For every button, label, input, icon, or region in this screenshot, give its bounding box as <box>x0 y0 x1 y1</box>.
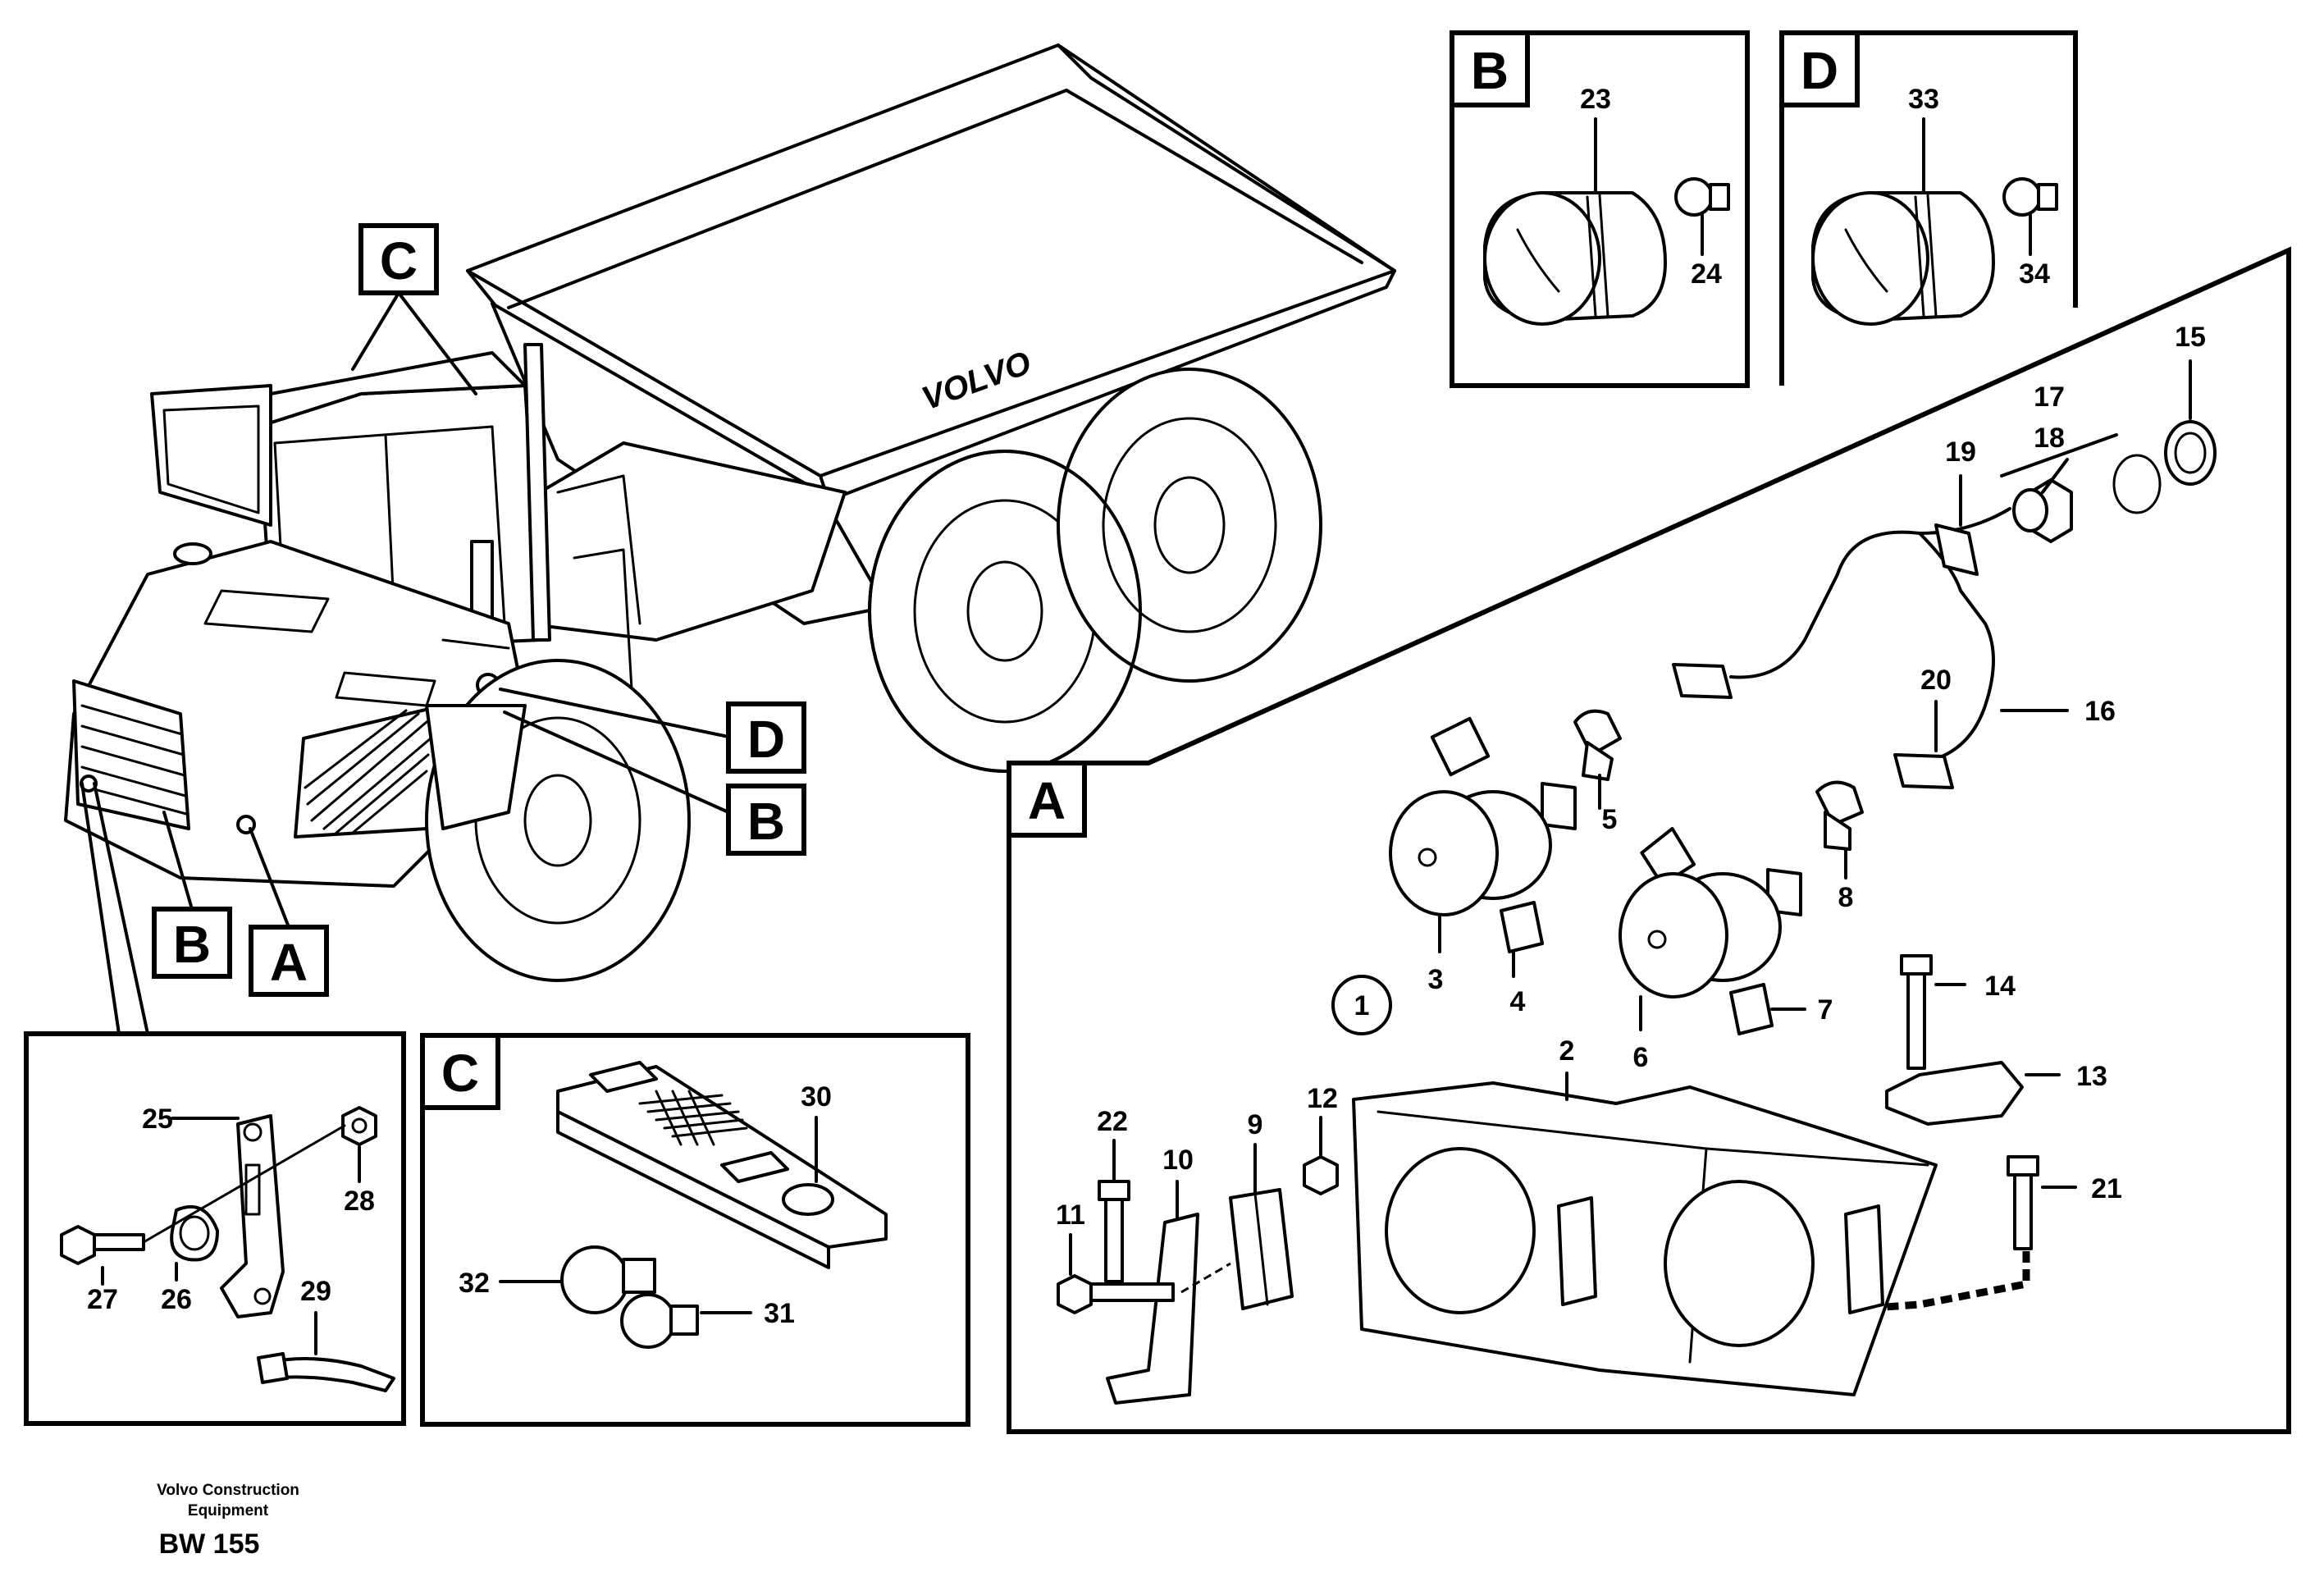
part-label-25: 25 <box>142 1104 173 1135</box>
variant-circle-1 <box>1331 975 1392 1035</box>
part-label-22: 22 <box>1097 1106 1128 1137</box>
callout-letter-b-side: B <box>747 792 785 851</box>
part-label-30: 30 <box>801 1081 832 1113</box>
part-label-23: 23 <box>1580 84 1611 115</box>
part-label-34: 34 <box>2019 258 2050 290</box>
callout-letter-a-front: A <box>270 933 308 992</box>
part-label-32: 32 <box>459 1268 490 1299</box>
part-label-12: 12 <box>1307 1083 1338 1114</box>
part-label-33: 33 <box>1908 84 1939 115</box>
callout-box-b-front <box>152 907 232 979</box>
part-label-21: 21 <box>2091 1173 2122 1204</box>
part-label-14: 14 <box>1984 971 2016 1002</box>
footer-figure-code: BW 155 <box>159 1528 260 1560</box>
part-label-3: 3 <box>1428 964 1444 995</box>
part-label-15: 15 <box>2175 322 2206 353</box>
detail-panel-d: D 33 34 <box>1779 30 2078 386</box>
detail-b-letter: B <box>1471 41 1509 100</box>
part-label-16: 16 <box>2084 696 2116 727</box>
part-label-8: 8 <box>1838 882 1854 913</box>
part-label-13: 13 <box>2076 1061 2107 1092</box>
part-label-26: 26 <box>161 1284 192 1315</box>
part-label-17: 17 <box>2034 382 2065 413</box>
articulated-hauler-illustration: VOLVO <box>64 43 1396 982</box>
callout-box-a-front <box>249 925 329 997</box>
part-label-20: 20 <box>1920 665 1952 696</box>
part-label-9: 9 <box>1248 1109 1263 1140</box>
part-label-1: 1 <box>1354 990 1370 1021</box>
footer-company-line1: Volvo Construction <box>157 1482 299 1499</box>
footer-company-line2: Equipment <box>188 1502 269 1519</box>
part-label-18: 18 <box>2034 423 2065 454</box>
detail-panel-c: C 30 32 31 <box>420 1033 970 1427</box>
part-label-24: 24 <box>1691 258 1722 290</box>
detail-panel-front-bracket: 25 28 26 27 29 <box>24 1031 406 1426</box>
detail-panel-b: B 23 24 <box>1450 30 1750 388</box>
detail-panel-a: A 15 17 18 19 20 16 5 8 <box>1007 246 2291 1434</box>
part-label-28: 28 <box>344 1186 375 1217</box>
part-label-19: 19 <box>1945 436 1976 468</box>
part-label-4: 4 <box>1510 986 1526 1017</box>
rear-wheel-2 <box>1057 368 1322 683</box>
callout-letter-d-side: D <box>747 710 785 769</box>
part-label-27: 27 <box>87 1284 118 1315</box>
detail-c-letter: C <box>441 1044 479 1103</box>
detail-d-letter: D <box>1801 41 1838 100</box>
part-label-11: 11 <box>1056 1199 1085 1231</box>
callout-letter-c-top: C <box>380 231 418 290</box>
part-label-7: 7 <box>1818 994 1833 1026</box>
callout-box-b-side <box>726 784 806 856</box>
part-label-6: 6 <box>1633 1042 1649 1073</box>
part-label-29: 29 <box>300 1276 331 1307</box>
footer: Volvo Construction Equipment BW 155 <box>157 1482 299 1560</box>
part-label-10: 10 <box>1162 1145 1194 1176</box>
detail-a-letter: A <box>1028 771 1066 830</box>
callout-letter-b-front: B <box>173 915 211 974</box>
part-label-31: 31 <box>764 1298 795 1329</box>
part-label-2: 2 <box>1559 1035 1575 1067</box>
part-label-5: 5 <box>1602 804 1618 835</box>
truck-callouts: C D B B A <box>80 223 806 1035</box>
